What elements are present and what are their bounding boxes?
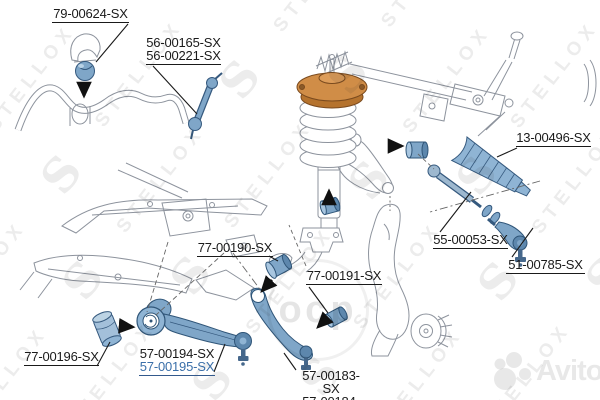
inner-tie-rod: [427, 164, 501, 225]
strut-clamp: [299, 227, 344, 253]
arm-bushing-rear: [324, 306, 348, 328]
front-lower-control-arm: [136, 298, 252, 366]
steering-rack-boot: [450, 136, 531, 197]
label-arm-bushing-rear: 77-00191-SX: [306, 268, 382, 285]
steering-rack: [315, 31, 597, 137]
subframe: [19, 162, 268, 301]
wheel-hub: [410, 313, 453, 349]
label-subframe-bushing: 77-00196-SX: [24, 349, 99, 366]
stabilizer-bushing: [75, 61, 95, 81]
subframe-bushing: [92, 311, 122, 347]
steering-column-shaft: [483, 59, 513, 101]
stabilizer-link: [188, 72, 223, 140]
label-control-arm-front: 57-00194-SX 57-00195-SX: [139, 346, 215, 376]
steering-knuckle: [368, 203, 410, 357]
label-steering-boot: 13-00496-SX: [516, 130, 591, 147]
rear-lower-control-arm: [250, 287, 313, 370]
install-arrows: [76, 81, 405, 334]
stabilizer-bar: [14, 84, 190, 132]
label-arm-bushing-front: 77-00190-SX: [197, 240, 273, 257]
tie-rod-end: [487, 217, 528, 267]
assembly-guide-lines: [83, 82, 541, 316]
label-inner-tie-rod: 55-00053-SX: [433, 232, 508, 249]
label-leader-lines: [95, 23, 534, 373]
label-stabilizer-bushing: 79-00624-SX: [52, 6, 129, 23]
stabilizer-bracket: [70, 33, 101, 62]
label-stabilizer-link: 56-00165-SX 56-00221-SX: [146, 35, 221, 65]
coil-spring: [299, 98, 357, 168]
label-tie-rod-end: 51-00785-SX: [506, 258, 585, 274]
upper-arm-bushing: [405, 141, 429, 159]
label-control-arm-rear: 57-00183-SX 57-00184-SX: [295, 369, 367, 400]
strut-top-mount: [296, 72, 368, 109]
